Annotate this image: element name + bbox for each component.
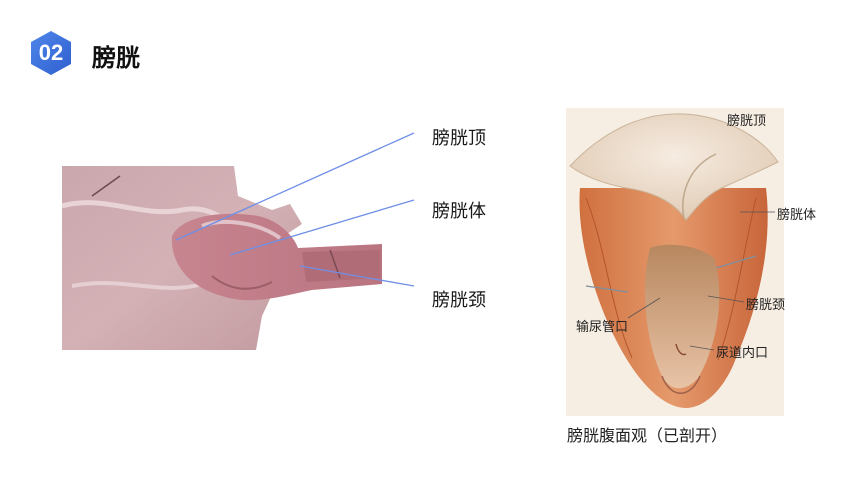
section-number-badge: [31, 31, 71, 75]
anatomy-label-neck: 膀胱颈: [746, 298, 786, 313]
anatomy-label-body: 膀胱体: [777, 208, 817, 223]
section-number: 02: [38, 40, 64, 65]
bladder-anatomy-illustration: [566, 108, 784, 416]
label-bladder-apex: 膀胱顶: [432, 128, 486, 149]
anatomy-label-apex: 膀胱顶: [727, 114, 767, 129]
label-bladder-neck: 膀胱颈: [432, 290, 486, 311]
figure-caption: 膀胱腹面观（已剖开）: [567, 426, 728, 445]
anatomy-label-internal-urethral-orifice: 尿道内口: [716, 346, 769, 361]
anatomy-label-ureteral-orifice: 输尿管口: [576, 320, 629, 335]
bladder-specimen-photo: [62, 166, 382, 350]
section-title: 膀胱: [92, 44, 140, 72]
label-bladder-body: 膀胱体: [432, 201, 486, 222]
